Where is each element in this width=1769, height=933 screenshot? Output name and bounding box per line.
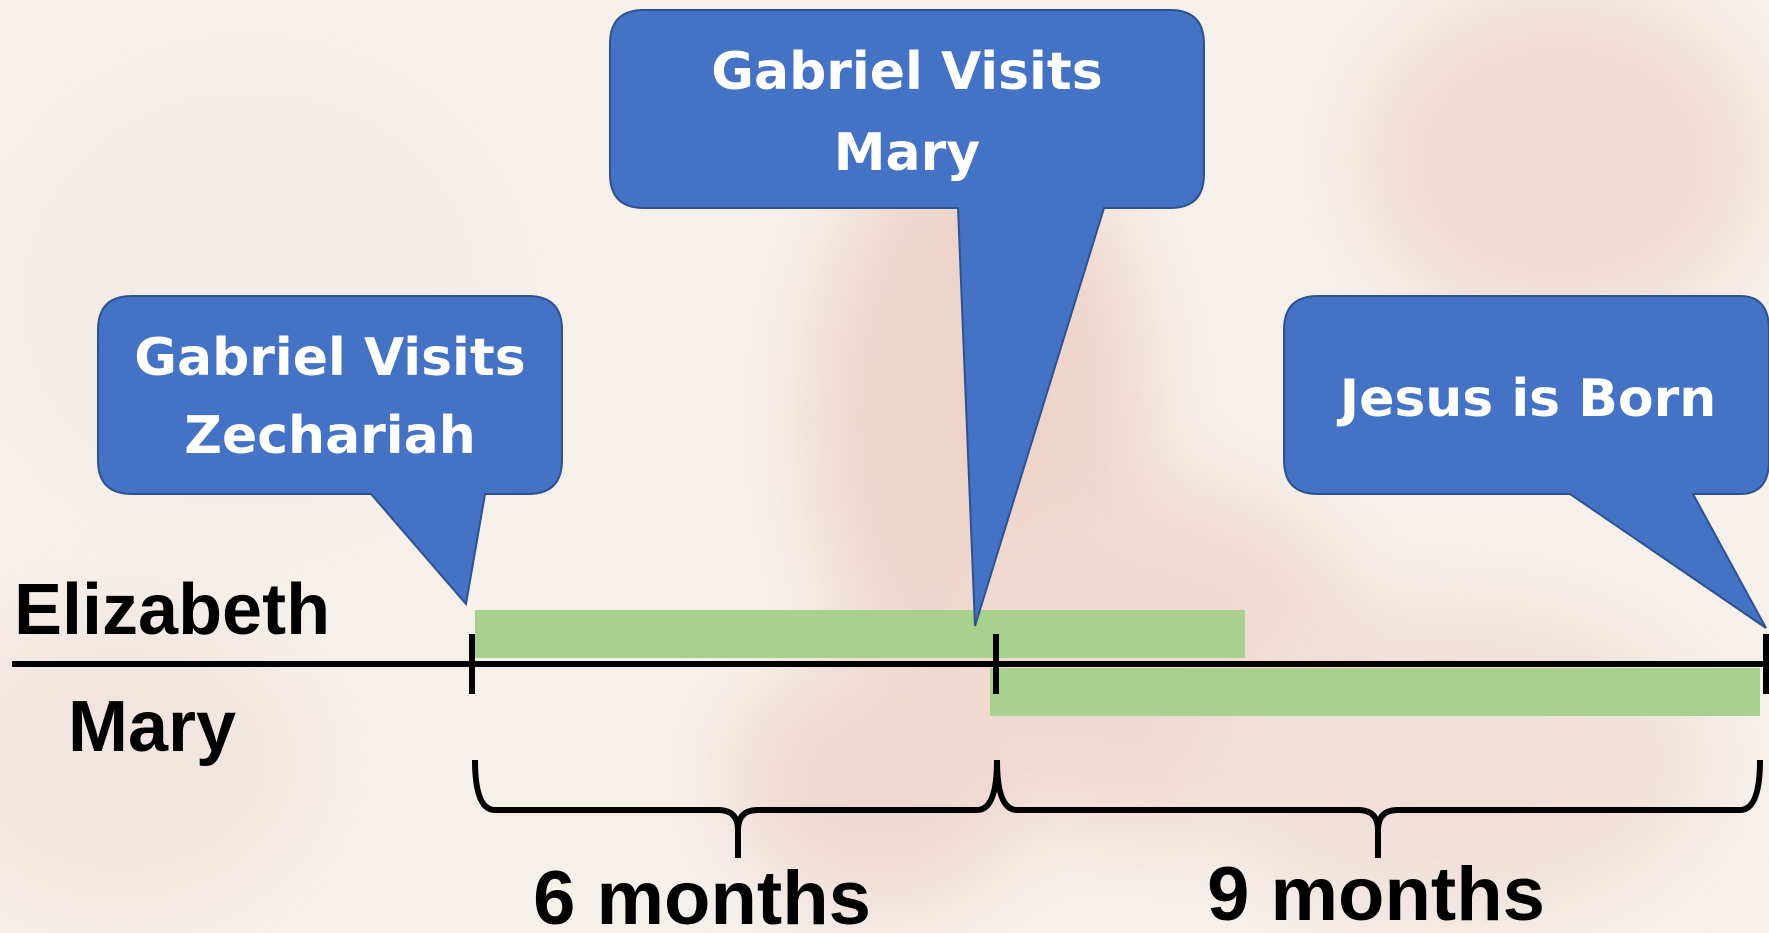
callout-mary: [610, 10, 1204, 626]
callout-mary-line1: Gabriel Visits: [711, 42, 1102, 102]
callout-mary-line2: Mary: [834, 123, 980, 183]
callout-birth-line1: Jesus is Born: [1337, 369, 1717, 429]
row-label-mary: Mary: [68, 687, 236, 767]
elizabeth-pregnancy-bar: [475, 610, 1245, 658]
row-label-elizabeth: Elizabeth: [14, 570, 330, 650]
mary-pregnancy-bar: [990, 668, 1760, 716]
duration-six-months: 6 months: [533, 856, 871, 933]
duration-nine-months: 9 months: [1207, 852, 1545, 933]
callout-zechariah-line2: Zechariah: [184, 406, 475, 466]
callout-zechariah-line1: Gabriel Visits: [134, 328, 525, 388]
callout-birth: [1284, 296, 1769, 628]
brace-six-months: [475, 760, 997, 858]
brace-nine-months: [997, 760, 1760, 858]
